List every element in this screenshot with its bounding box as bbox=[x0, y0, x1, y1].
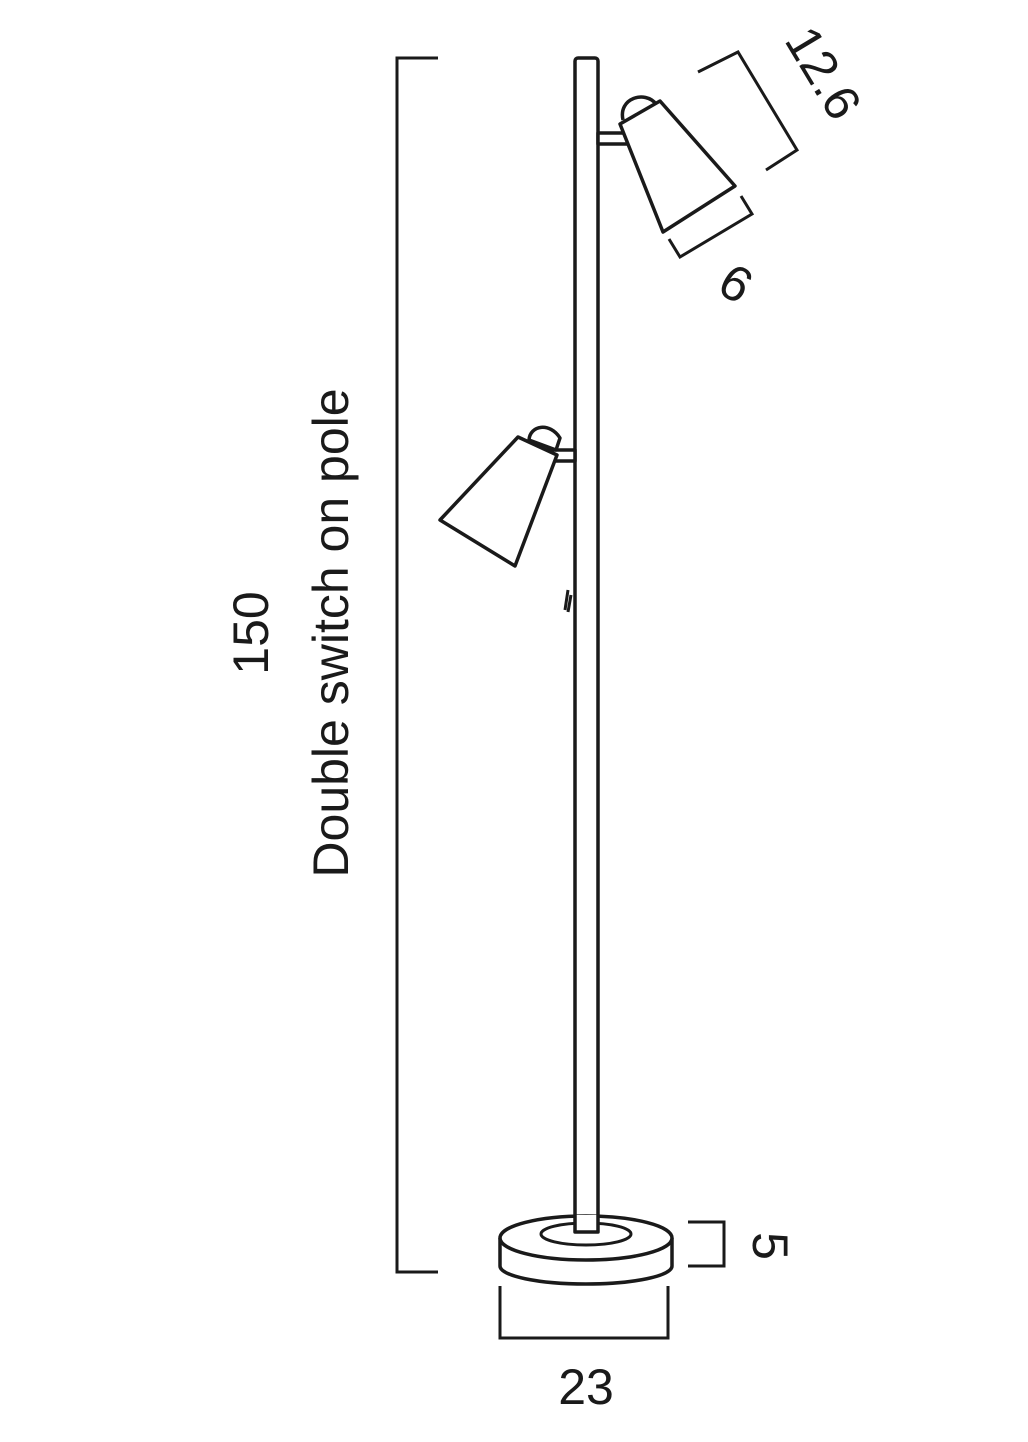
lower-lamp-head bbox=[438, 425, 577, 568]
upper-lamp-head bbox=[596, 95, 737, 234]
lower-lamp-knuckle bbox=[527, 425, 562, 452]
base-width-bracket bbox=[498, 1286, 670, 1340]
lower-lamp-shade bbox=[438, 435, 559, 568]
base-width-label: 23 bbox=[558, 1359, 614, 1415]
switch-note-label: Double switch on pole bbox=[303, 388, 359, 877]
shade-diameter-label: 9 bbox=[710, 252, 763, 314]
base-height-bracket bbox=[688, 1220, 726, 1268]
shade-length-label: 12.6 bbox=[774, 17, 872, 129]
lamp-pole bbox=[573, 56, 600, 1230]
lamp-base bbox=[498, 1214, 674, 1286]
shade-diameter-bracket bbox=[667, 195, 755, 260]
base-height-label: 5 bbox=[742, 1232, 798, 1260]
upper-lamp-knuckle bbox=[620, 95, 658, 121]
pole-switch bbox=[563, 589, 573, 613]
pole-foot bbox=[573, 1215, 600, 1234]
shade-length-bracket bbox=[697, 50, 800, 172]
upper-lamp-shade bbox=[618, 99, 737, 234]
height-dimension-bracket bbox=[395, 56, 438, 1274]
height-dimension-label: 150 bbox=[223, 591, 279, 674]
